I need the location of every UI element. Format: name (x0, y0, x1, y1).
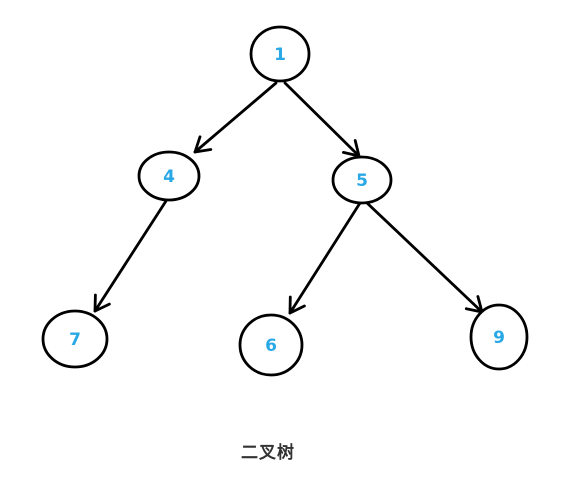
node-circle (238, 313, 304, 377)
node-circle (331, 155, 393, 205)
arrowhead (93, 293, 111, 313)
node-circle (137, 150, 201, 202)
node-label: 6 (265, 336, 277, 356)
edge-n5-n9 (364, 200, 484, 314)
edge-n1-n5 (283, 81, 361, 158)
node-circle (249, 25, 311, 83)
node-label: 4 (163, 167, 175, 187)
tree-node-6: 6 (238, 313, 304, 377)
node-label: 1 (274, 45, 286, 65)
node-label: 9 (493, 328, 505, 348)
edge-n1-n4 (193, 81, 278, 154)
arrowhead (193, 135, 213, 154)
edges-layer (93, 81, 484, 315)
nodes-layer: 1 4 5 7 6 9 (41, 25, 529, 377)
edge-line (364, 200, 484, 314)
tree-node-1: 1 (249, 25, 311, 83)
diagram-caption: 二叉树 (241, 443, 295, 463)
edge-line (193, 81, 278, 154)
edge-line (93, 199, 168, 313)
tree-node-5: 5 (331, 155, 393, 205)
edge-line (288, 201, 362, 315)
arrowhead (288, 295, 306, 315)
tree-node-9: 9 (469, 303, 529, 371)
tree-node-7: 7 (41, 309, 109, 369)
edge-n5-n6 (288, 201, 362, 315)
node-circle (469, 303, 529, 371)
edge-line (283, 81, 361, 158)
node-circle (41, 309, 109, 369)
tree-node-4: 4 (137, 150, 201, 202)
edge-n4-n7 (93, 199, 168, 313)
node-label: 7 (69, 330, 81, 350)
node-label: 5 (356, 171, 368, 191)
